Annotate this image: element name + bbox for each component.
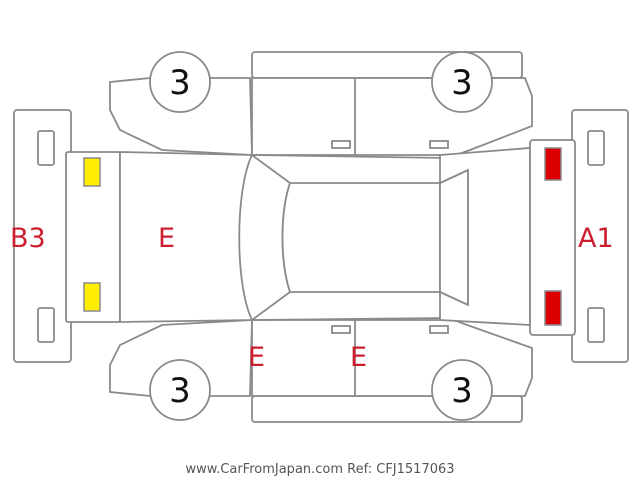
wheel-rear-right: 3 <box>149 359 211 421</box>
tire-rating-rear-left: 3 <box>169 63 191 103</box>
tire-rating-rear-right: 3 <box>169 371 191 411</box>
code-rear-door: E <box>248 342 265 373</box>
code-front-bumper: A1 <box>578 223 614 254</box>
code-rear-bumper: B3 <box>10 223 46 254</box>
front-right-lamp <box>544 290 562 326</box>
tire-rating-front-right: 3 <box>451 371 473 411</box>
tire-rating-front-left: 3 <box>451 63 473 103</box>
code-front-door: E <box>350 342 367 373</box>
wheel-rear-left: 3 <box>149 51 211 113</box>
rear-left-lamp <box>83 157 101 187</box>
code-trunk-lid: E <box>158 223 175 254</box>
rear-right-lamp <box>83 282 101 312</box>
front-bumper <box>571 109 629 363</box>
wheel-front-right: 3 <box>431 359 493 421</box>
front-left-lamp <box>544 147 562 181</box>
car-body-top-view <box>65 139 576 336</box>
wheel-front-left: 3 <box>431 51 493 113</box>
footer-reference: www.CarFromJapan.com Ref: CFJ1517063 <box>185 462 454 477</box>
